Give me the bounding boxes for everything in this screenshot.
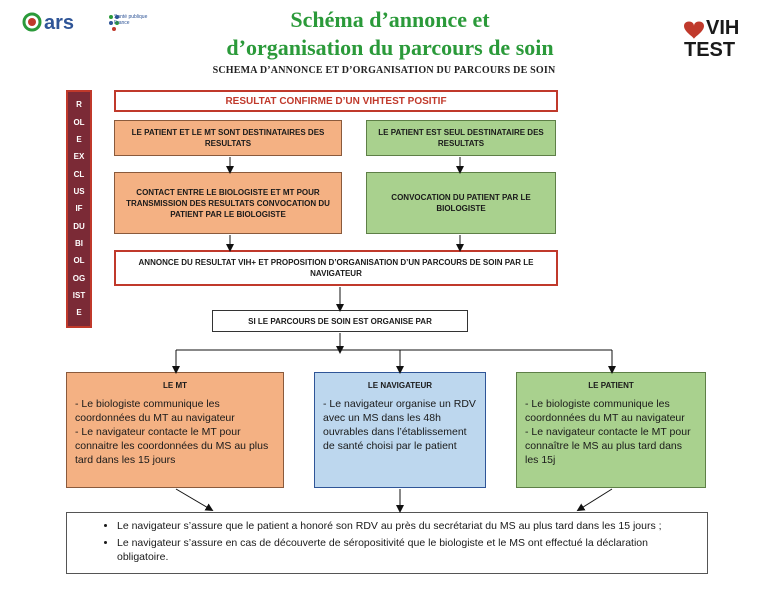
- column-patient-title: LE PATIENT: [588, 381, 634, 390]
- side-label-part: IF: [75, 204, 83, 214]
- side-label-part: OG: [72, 273, 86, 283]
- column-mt-item-1: - Le biologiste communique les coordonné…: [75, 398, 235, 424]
- side-label-part: CL: [73, 169, 85, 179]
- column-navigateur-item-1: - Le navigateur organise un RDV avec un …: [323, 398, 476, 452]
- side-label-part: DU: [73, 221, 85, 231]
- side-label-part: E: [76, 135, 82, 145]
- vihtest-logo: VIH TEST: [680, 10, 758, 62]
- patient-only-dest-box: LE PATIENT EST SEUL DESTINATAIRE DES RES…: [366, 120, 556, 156]
- title-line-1: Schéma d’annonce et: [290, 7, 490, 32]
- bottom-note-1: Le navigateur s’assure que le patient a …: [117, 519, 697, 533]
- diagram-subtitle: SCHEMA D’ANNONCE ET D’ORGANISATION DU PA…: [212, 65, 556, 76]
- spf-logo-text: Santé publique France: [114, 14, 148, 26]
- side-label-part: BI: [75, 239, 83, 249]
- convocation-patient-box: CONVOCATION DU PATIENT PAR LE BIOLOGISTE: [366, 172, 556, 234]
- side-label-part: EX: [73, 152, 85, 162]
- side-label-part: E: [76, 308, 82, 318]
- column-patient-item-2: - Le navigateur contacte le MT pour conn…: [525, 426, 691, 466]
- annonce-resultat-box: ANNONCE DU RESULTAT VIH+ ET PROPOSITION …: [114, 250, 558, 286]
- arrow: [576, 488, 613, 512]
- side-label-part: OL: [73, 256, 85, 266]
- ars-text: ars: [44, 12, 74, 34]
- patient-and-mt-dest-box: LE PATIENT ET LE MT SONT DESTINATAIRES D…: [114, 120, 342, 156]
- column-navigateur: LE NAVIGATEUR - Le navigateur organise u…: [314, 372, 486, 488]
- bottom-note-2: Le navigateur s’assure en cas de découve…: [117, 536, 697, 564]
- vih-text: VIH: [706, 17, 739, 39]
- bottom-notes-box: Le navigateur s’assure que le patient a …: [66, 512, 708, 574]
- test-text: TEST: [684, 39, 735, 61]
- heart-icon: [684, 21, 704, 39]
- arrow: [175, 488, 214, 512]
- role-exclusif-biologiste-bar: R OL E EX CL US IF DU BI OL OG IST E: [66, 90, 92, 328]
- column-navigateur-title: LE NAVIGATEUR: [367, 381, 433, 390]
- side-label-part: IST: [72, 291, 86, 301]
- side-label-part: R: [76, 100, 82, 110]
- column-mt-item-2: - Le navigateur contacte le MT pour conn…: [75, 426, 269, 466]
- column-mt: LE MT - Le biologiste communique les coo…: [66, 372, 284, 488]
- column-patient: LE PATIENT - Le biologiste communique le…: [516, 372, 706, 488]
- contact-biologiste-mt-box: CONTACT ENTRE LE BIOLOGISTE ET MT POUR T…: [114, 172, 342, 234]
- side-label-part: US: [73, 187, 85, 197]
- column-mt-title: LE MT: [163, 381, 187, 390]
- result-confirmed-box: RESULTAT CONFIRME D’UN VIHTEST POSITIF: [114, 90, 558, 112]
- column-patient-item-1: - Le biologiste communique les coordonné…: [525, 398, 685, 424]
- side-label-part: OL: [73, 117, 85, 127]
- title-line-2: d’organisation du parcours de soin: [226, 35, 554, 60]
- ars-logo: ars: [22, 10, 152, 36]
